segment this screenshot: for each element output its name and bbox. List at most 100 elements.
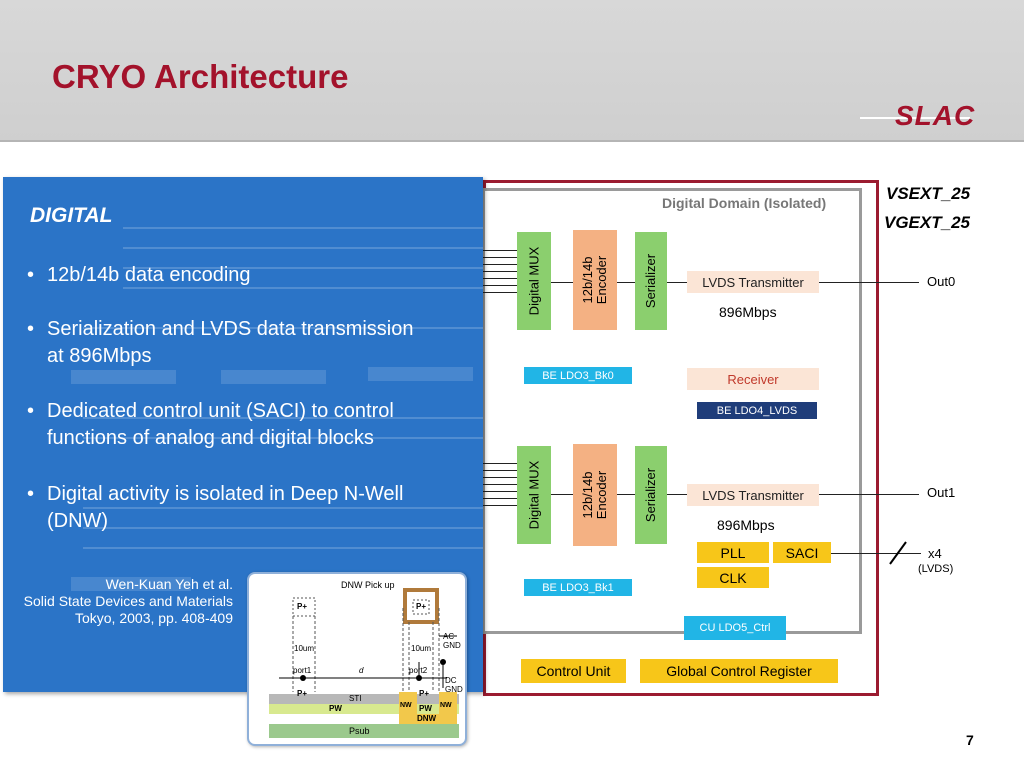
- digital-domain-label: Digital Domain (Isolated): [662, 195, 827, 211]
- tx-to-out0-line: [819, 282, 919, 283]
- bullet-text-cont: (DNW): [47, 510, 109, 532]
- global-control-register-block: Global Control Register: [640, 659, 838, 683]
- mux-to-encoder-line0: [551, 282, 573, 283]
- pw-left-label: PW: [329, 704, 342, 713]
- encoder-lane1-line1: 12b/14b: [580, 471, 596, 519]
- lvds-transmitter-lane0: LVDS Transmitter: [687, 271, 819, 293]
- psub-label: Psub: [349, 726, 370, 736]
- digital-mux-lane1: Digital MUX: [517, 446, 551, 544]
- ac-gnd-label: AC GND: [443, 632, 461, 650]
- out0-label: Out0: [927, 274, 956, 289]
- dnw-label: DNW: [417, 714, 437, 723]
- vgext-label: VGEXT_25: [884, 213, 970, 232]
- encoder-to-serializer-line0: [617, 282, 635, 283]
- citation-venue: Solid State Devices and Materials: [23, 593, 233, 609]
- citation-author: Wen-Kuan Yeh et al.: [105, 576, 233, 592]
- nw-left: [399, 692, 417, 714]
- digital-mux-lane0-label: Digital MUX: [526, 246, 541, 316]
- citation-location: Tokyo, 2003, pp. 408-409: [74, 610, 233, 626]
- encoder-lane1-label: 12b/14b Encoder: [580, 470, 610, 520]
- encoder-lane0: 12b/14b Encoder: [573, 230, 617, 330]
- out1-label: Out1: [927, 485, 956, 500]
- be-ldo3-bk1: BE LDO3_Bk1: [524, 579, 632, 596]
- be-ldo3-bk0: BE LDO3_Bk0: [524, 367, 632, 384]
- port1-label: port1: [293, 666, 312, 675]
- rate-lane0: 896Mbps: [719, 304, 777, 320]
- serializer-lane0-label: Serializer: [643, 253, 658, 309]
- encoder-to-serializer-line1: [617, 494, 635, 495]
- p-plus-left-label: P+: [297, 602, 308, 611]
- be-ldo4-lvds: BE LDO4_LVDS: [697, 402, 817, 419]
- header-bar: [0, 0, 1024, 142]
- bus-slash-icon: [889, 541, 907, 565]
- bus-width-label: x4: [928, 546, 942, 561]
- encoder-lane0-label: 12b/14b Encoder: [580, 255, 610, 305]
- panel-heading: DIGITAL: [30, 204, 113, 227]
- p-plus-bottom-right-label: P+: [419, 689, 430, 698]
- dim-right-label: 10um: [411, 644, 432, 653]
- page-number: 7: [966, 732, 974, 748]
- control-unit-block: Control Unit: [521, 659, 626, 683]
- digital-mux-lane1-label: Digital MUX: [526, 460, 541, 530]
- serializer-lane1: Serializer: [635, 446, 667, 544]
- tx-to-out1-line: [819, 494, 919, 495]
- dnw-pickup-label: DNW Pick up: [341, 580, 395, 590]
- slac-logo: SLAC: [895, 100, 976, 131]
- receiver: Receiver: [687, 368, 819, 390]
- saci-block: SACI: [773, 542, 831, 563]
- encoder-lane1-line2: Encoder: [594, 470, 610, 520]
- bullet-dot-icon: •: [27, 318, 35, 340]
- digital-mux-lane0: Digital MUX: [517, 232, 551, 330]
- encoder-lane0-line2: Encoder: [594, 255, 610, 305]
- dc-gnd-label: DC GND: [445, 676, 463, 694]
- logo-underline: [860, 117, 970, 119]
- p-plus-bottom-left-label: P+: [297, 689, 308, 698]
- dnw-cross-section-inset: DNW Pick up P+ P+ 10um 10um AC GND port1…: [247, 572, 467, 746]
- bullet-item: • 12b/14b data encoding: [27, 262, 467, 289]
- cu-ldo5-ctrl: CU LDO5_Ctrl: [684, 616, 786, 640]
- slide-title: CRYO Architecture: [52, 58, 349, 95]
- nw-left-label: NW: [400, 702, 412, 709]
- vsext-label: VSEXT_25: [886, 184, 971, 203]
- bus-type-label: (LVDS): [918, 563, 954, 575]
- clk-block: CLK: [697, 567, 769, 588]
- dnw-layer: [399, 714, 457, 724]
- pickup-inner: [412, 599, 430, 615]
- pll-block: PLL: [697, 542, 769, 563]
- bullet-item: • Digital activity is isolated in Deep N…: [27, 481, 467, 535]
- serializer-to-tx-line1: [667, 494, 687, 495]
- bullet-dot-icon: •: [27, 483, 35, 505]
- distance-d-label: d: [359, 666, 364, 675]
- bullet-text: Digital activity is isolated in Deep N-W…: [47, 483, 404, 505]
- serializer-lane1-label: Serializer: [643, 467, 658, 523]
- bullet-text: 12b/14b data encoding: [47, 264, 251, 286]
- port2-label: port2: [409, 666, 428, 675]
- pickup-ring: [403, 588, 439, 624]
- sti-label: STI: [349, 694, 362, 703]
- pw-layer: [269, 704, 459, 714]
- pw-right-label: PW: [419, 704, 432, 713]
- dim-left-label: 10um: [294, 644, 315, 653]
- saci-bus-line: [831, 553, 921, 554]
- bullet-text-cont: functions of analog and digital blocks: [47, 427, 374, 449]
- dnw-cross-section-diagram: [269, 588, 459, 738]
- sti-layer: [269, 694, 459, 704]
- lvds-transmitter-lane1: LVDS Transmitter: [687, 484, 819, 506]
- psub-layer: [269, 724, 459, 738]
- encoder-lane1: 12b/14b Encoder: [573, 444, 617, 546]
- bullet-dot-icon: •: [27, 264, 35, 286]
- serializer-to-tx-line0: [667, 282, 687, 283]
- bullet-item: • Serialization and LVDS data transmissi…: [27, 316, 467, 370]
- rate-lane1: 896Mbps: [717, 517, 775, 533]
- p-plus-right-label: P+: [416, 602, 427, 611]
- nw-right: [439, 692, 457, 714]
- bullet-text: Dedicated control unit (SACI) to control: [47, 400, 394, 422]
- mux-to-encoder-line1: [551, 494, 573, 495]
- bullet-text-cont: at 896Mbps: [47, 345, 152, 367]
- encoder-lane0-line1: 12b/14b: [580, 256, 596, 304]
- bullet-item: • Dedicated control unit (SACI) to contr…: [27, 398, 467, 452]
- bullet-dot-icon: •: [27, 400, 35, 422]
- nw-right-label: NW: [440, 702, 452, 709]
- serializer-lane0: Serializer: [635, 232, 667, 330]
- bullet-text: Serialization and LVDS data transmission: [47, 318, 414, 340]
